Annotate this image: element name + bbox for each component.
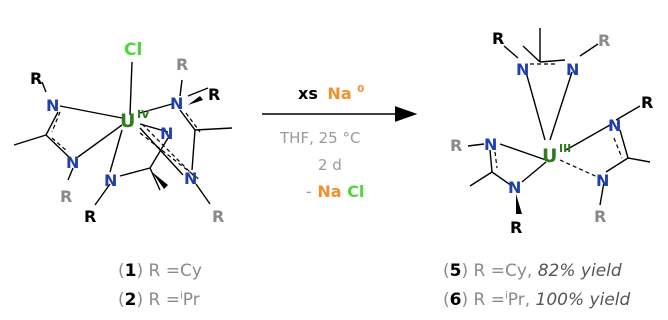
compound-label-6: (6) R =iPr, 100% yield (443, 290, 631, 310)
byproduct-label: - Na Cl (306, 182, 364, 201)
right-nitrogen-top-left: N (516, 60, 529, 79)
left-r-group-top-right-dark: R (208, 85, 220, 104)
right-uranium-oxidation-state: III (559, 142, 571, 155)
reaction-time-label: 2 d (318, 156, 342, 174)
reagent-label: xs Na 0 (298, 84, 364, 103)
left-wedge-bond-1 (188, 96, 203, 105)
right-r-group-bottom: R (510, 218, 522, 237)
right-r-group-right: R (641, 93, 653, 112)
left-complex: Cl U IV N N N N N N R R R R R R (13, 40, 233, 226)
left-r-group-top-left: R (30, 69, 42, 88)
right-nitrogen-left-top: N (484, 135, 497, 154)
left-bonds (13, 61, 233, 206)
right-nitrogen-left-bottom: N (508, 178, 521, 197)
left-nitrogen-bottom: N (104, 171, 117, 190)
right-wedge-bond (516, 194, 522, 214)
left-r-group-bottom: R (84, 207, 96, 226)
left-nitrogen-lower-right: N (184, 169, 197, 188)
right-r-group-right-bottom: R (594, 207, 606, 226)
left-uranium-atom: U (120, 110, 135, 132)
right-r-group-top-left: R (492, 29, 504, 48)
left-r-group-lower-right: R (212, 207, 224, 226)
left-nitrogen-top-right: N (170, 94, 183, 113)
right-nitrogen-right-bottom: N (596, 171, 609, 190)
left-uranium-oxidation-state: IV (137, 108, 150, 121)
compound-label-1: (1) R =Cy (118, 261, 202, 281)
right-dashed-bonds (494, 63, 623, 181)
right-nitrogen-right-top: N (608, 116, 621, 135)
right-complex: U III N N N N N N R R R R R R (450, 28, 653, 237)
left-nitrogen-right: N (160, 124, 173, 143)
right-uranium-atom: U (542, 145, 557, 167)
right-nitrogen-top-right: N (566, 60, 579, 79)
right-r-group-top-right: R (598, 31, 610, 50)
left-wedge-bond-2 (152, 172, 168, 189)
left-r-group-bottom-left: R (60, 187, 72, 206)
compound-label-5: (5) R =Cy, 82% yield (443, 261, 622, 281)
reaction-arrow-group: xs Na 0 THF, 25 °C 2 d - Na Cl (262, 84, 418, 201)
compound-label-2: (2) R =iPr (118, 290, 200, 310)
solvent-temperature-label: THF, 25 °C (279, 129, 360, 147)
right-r-group-left: R (450, 136, 462, 155)
left-chlorine-atom: Cl (124, 40, 142, 60)
left-dashed-bonds (51, 111, 201, 181)
left-nitrogen-bottom-left: N (66, 153, 79, 172)
left-r-group-top-right-grey: R (176, 55, 188, 74)
left-nitrogen-top-left: N (46, 96, 59, 115)
right-bonds (467, 28, 651, 206)
